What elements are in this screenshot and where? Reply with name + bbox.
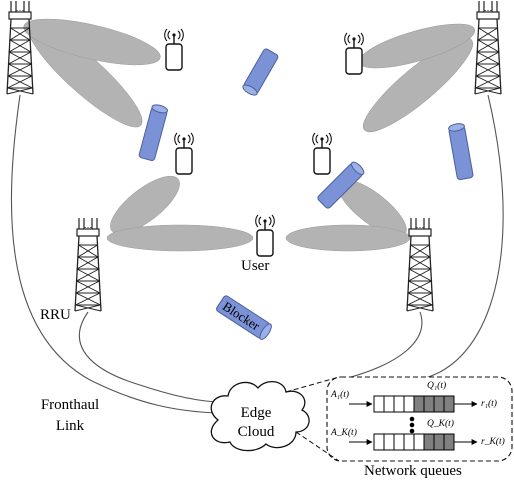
blocker-cylinder-icon xyxy=(317,161,365,209)
fronthaul-link-bottom-left xyxy=(78,311,223,403)
user-phone-icon xyxy=(174,132,194,175)
beams xyxy=(23,18,476,252)
edge-cloud-label-line2: Cloud xyxy=(237,424,275,440)
blocker-cylinder-icon xyxy=(242,48,279,96)
network-queues-label: Network queues xyxy=(364,463,462,479)
rru-tower-bottom-left-icon xyxy=(74,217,102,312)
queue-k-label: Q_K(t) xyxy=(427,419,454,429)
user-phone-icon xyxy=(164,28,184,71)
rru-label: RRU xyxy=(40,307,71,323)
arrival-1-label: A₁(t) xyxy=(331,390,350,400)
rru-tower-top-right-icon xyxy=(474,0,502,95)
queue-1-buffer xyxy=(373,395,455,413)
user-phone-icon xyxy=(312,132,332,175)
network-queues-panel xyxy=(326,376,513,462)
arrival-k-label: A_K(t) xyxy=(331,428,357,438)
queue-k-buffer xyxy=(373,433,455,451)
user-phone-icon xyxy=(255,214,275,257)
blocker-labeled-cylinder-icon: Blocker xyxy=(216,295,272,340)
beam-mid-right-b xyxy=(285,224,411,252)
edge-cloud-label-line1: Edge xyxy=(240,405,272,421)
queue-1 xyxy=(349,395,478,413)
edge-cloud-icon xyxy=(210,381,310,452)
beam-mid-left-a xyxy=(110,175,180,235)
rate-1-label: r₁(t) xyxy=(481,399,497,409)
fronthaul-link-bottom-right xyxy=(339,311,423,381)
beam-top-right-a xyxy=(363,37,473,133)
queue-1-label: Q₁(t) xyxy=(427,381,447,391)
blocker-cylinder-icon xyxy=(138,104,169,162)
queue-k xyxy=(349,433,478,451)
fronthaul-link-top-left xyxy=(10,94,221,414)
beam-top-left-b xyxy=(23,18,161,66)
fronthaul-label-line2: Link xyxy=(55,418,85,434)
rru-tower-top-left-icon xyxy=(6,0,34,95)
user-phone-icon xyxy=(344,32,364,75)
callout-line xyxy=(295,431,340,462)
beam-mid-left-b xyxy=(106,224,254,252)
user-label: User xyxy=(241,258,270,274)
rru-tower-bottom-right-icon xyxy=(406,217,434,312)
fronthaul-label-line1: Fronthaul xyxy=(40,397,100,413)
rate-k-label: r_K(t) xyxy=(481,437,505,447)
queue-ellipsis-icon xyxy=(409,416,415,434)
blocker-cylinder-icon xyxy=(448,123,474,181)
callout-line xyxy=(285,376,340,393)
